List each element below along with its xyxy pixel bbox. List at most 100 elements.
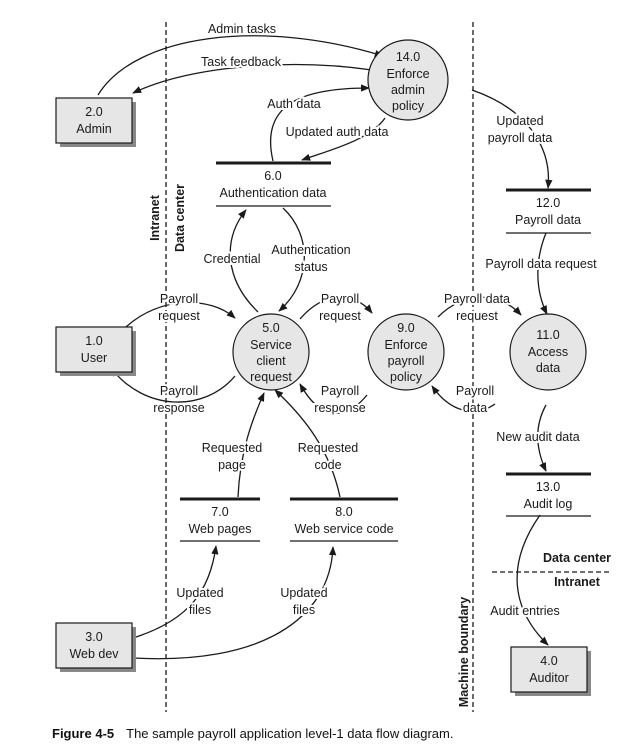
flow-arrow-requested-page bbox=[237, 392, 265, 498]
process-service-client-line-3: request bbox=[250, 370, 292, 384]
process-enforce-payroll-line-3: policy bbox=[390, 370, 423, 384]
flow-label-requested-code-2: code bbox=[314, 458, 341, 472]
flow-labels: Admin tasks Task feedback Auth data Upda… bbox=[151, 20, 599, 620]
process-enforce-admin: 14.0 Enforce admin policy bbox=[367, 39, 449, 121]
flow-label-payroll-data-mid-1: Payroll bbox=[456, 384, 494, 398]
process-enforce-payroll-number: 9.0 bbox=[397, 321, 414, 335]
store-auth-data-label: Authentication data bbox=[219, 186, 326, 200]
flow-label-payroll-response-mid-1: Payroll bbox=[321, 384, 359, 398]
flow-arrow-requested-code bbox=[274, 389, 341, 498]
flow-label-updated-files-2-line-2: files bbox=[293, 603, 315, 617]
flow-label-new-audit-data: New audit data bbox=[496, 430, 579, 444]
flow-arrow-payroll-data-mid bbox=[431, 385, 496, 412]
process-enforce-payroll-line-2: payroll bbox=[388, 354, 425, 368]
process-enforce-admin-line-3: policy bbox=[392, 99, 425, 113]
entity-webdev-label: Web dev bbox=[69, 647, 119, 661]
flow-arrow-audit-entries bbox=[516, 514, 549, 646]
store-payroll-data-label: Payroll data bbox=[515, 213, 581, 227]
flow-label-updated-auth-data: Updated auth data bbox=[286, 125, 389, 139]
flow-label-authentication-status-1: Authentication bbox=[271, 243, 350, 257]
entity-user: 1.0 User bbox=[55, 326, 136, 376]
flow-arrow-authentication-status bbox=[278, 207, 305, 312]
flow-label-payroll-request-mid-1: Payroll bbox=[321, 292, 359, 306]
flow-label-payroll-data-request-mid-1: Payroll data bbox=[444, 292, 510, 306]
flow-label-updated-files-1-line-1: Updated bbox=[176, 586, 223, 600]
boundary-label-datacenter-right: Data center bbox=[543, 551, 611, 565]
store-audit-log-number: 13.0 bbox=[536, 480, 560, 494]
process-access-data-line-2: data bbox=[536, 361, 560, 375]
flow-label-requested-page-2: page bbox=[218, 458, 246, 472]
process-service-client-number: 5.0 bbox=[262, 321, 279, 335]
entity-webdev: 3.0 Web dev bbox=[55, 622, 136, 672]
store-payroll-data-number: 12.0 bbox=[536, 196, 560, 210]
flow-label-payroll-request-user-1: Payroll bbox=[160, 292, 198, 306]
store-web-pages-number: 7.0 bbox=[211, 505, 228, 519]
flow-label-admin-tasks: Admin tasks bbox=[208, 22, 276, 36]
flow-arrow-payroll-request-mid bbox=[299, 296, 373, 320]
entity-admin: 2.0 Admin bbox=[55, 97, 136, 147]
store-audit-log: 13.0 Audit log bbox=[506, 472, 591, 517]
process-service-client-line-1: Service bbox=[250, 338, 292, 352]
process-service-client-line-2: client bbox=[256, 354, 286, 368]
entity-admin-label: Admin bbox=[76, 122, 111, 136]
process-access-data-number: 11.0 bbox=[536, 328, 559, 342]
flow-arrow-payroll-data-request-mid bbox=[437, 296, 522, 318]
figure-caption-text: The sample payroll application level-1 d… bbox=[126, 726, 454, 741]
flow-label-auth-data: Auth data bbox=[267, 97, 321, 111]
flow-label-authentication-status-2: status bbox=[294, 260, 327, 274]
flow-arrow-payroll-response-user bbox=[110, 367, 236, 403]
flow-label-audit-entries: Audit entries bbox=[490, 604, 559, 618]
store-web-pages: 7.0 Web pages bbox=[180, 497, 260, 542]
boundary-label-machine: Machine boundary bbox=[457, 597, 471, 707]
process-enforce-admin-line-2: admin bbox=[391, 83, 425, 97]
flow-label-requested-page-1: Requested bbox=[202, 441, 263, 455]
process-access-data-line-1: Access bbox=[528, 345, 568, 359]
flow-arrow-admin-tasks bbox=[97, 35, 384, 96]
store-web-service-code-label: Web service code bbox=[294, 522, 393, 536]
process-service-client: 5.0 Service client request bbox=[232, 313, 310, 391]
boundary-label-intranet-right: Intranet bbox=[554, 575, 601, 589]
flow-arrow-updated-payroll-data bbox=[471, 89, 553, 189]
flow-label-payroll-response-user-1: Payroll bbox=[160, 384, 198, 398]
flow-label-payroll-data-request-mid-2: request bbox=[456, 309, 498, 323]
boundary-label-intranet-left: Intranet bbox=[148, 194, 162, 241]
store-audit-log-label: Audit log bbox=[524, 497, 573, 511]
entity-user-label: User bbox=[81, 351, 107, 365]
store-web-service-code: 8.0 Web service code bbox=[290, 497, 398, 542]
flow-arrow-payroll-data-request-vertical bbox=[537, 232, 548, 315]
process-access-data: 11.0 Access data bbox=[509, 313, 587, 391]
flow-arrow-updated-auth-data bbox=[301, 117, 386, 161]
flow-arrow-updated-files-2 bbox=[132, 546, 337, 660]
flow-label-requested-code-1: Requested bbox=[298, 441, 359, 455]
flow-arrow-task-feedback bbox=[132, 63, 373, 94]
process-enforce-admin-line-1: Enforce bbox=[386, 67, 429, 81]
flow-arrow-auth-data bbox=[269, 84, 370, 162]
data-flow-arrows bbox=[97, 35, 553, 660]
flow-arrow-payroll-request-user bbox=[125, 301, 236, 328]
flow-arrow-credential bbox=[229, 209, 259, 313]
flow-label-updated-payroll-data-1: Updated bbox=[496, 114, 543, 128]
trust-boundaries bbox=[165, 22, 612, 712]
flow-label-payroll-response-user-2: response bbox=[153, 401, 204, 415]
flow-label-payroll-data-request-vertical: Payroll data request bbox=[485, 257, 597, 271]
store-web-pages-label: Web pages bbox=[188, 522, 251, 536]
flow-label-updated-files-1-line-2: files bbox=[189, 603, 211, 617]
entity-auditor: 4.0 Auditor bbox=[510, 646, 591, 696]
flow-label-updated-payroll-data-2: payroll data bbox=[488, 131, 553, 145]
entity-webdev-number: 3.0 bbox=[85, 630, 102, 644]
entity-auditor-number: 4.0 bbox=[540, 654, 557, 668]
boundary-label-datacenter-left: Data center bbox=[173, 184, 187, 252]
flow-arrow-payroll-response-mid bbox=[299, 383, 368, 415]
entity-user-number: 1.0 bbox=[85, 334, 102, 348]
flow-label-payroll-data-mid-2: data bbox=[463, 401, 487, 415]
store-auth-data-number: 6.0 bbox=[264, 169, 281, 183]
process-enforce-payroll-line-1: Enforce bbox=[384, 338, 427, 352]
flow-arrow-updated-files-1 bbox=[132, 545, 219, 639]
entity-auditor-label: Auditor bbox=[529, 671, 569, 685]
flow-label-task-feedback: Task feedback bbox=[201, 55, 282, 69]
flow-arrow-new-audit-data bbox=[537, 404, 547, 472]
flow-label-updated-files-2-line-1: Updated bbox=[280, 586, 327, 600]
flow-label-payroll-response-mid-2: response bbox=[314, 401, 365, 415]
flow-label-payroll-request-mid-2: request bbox=[319, 309, 361, 323]
